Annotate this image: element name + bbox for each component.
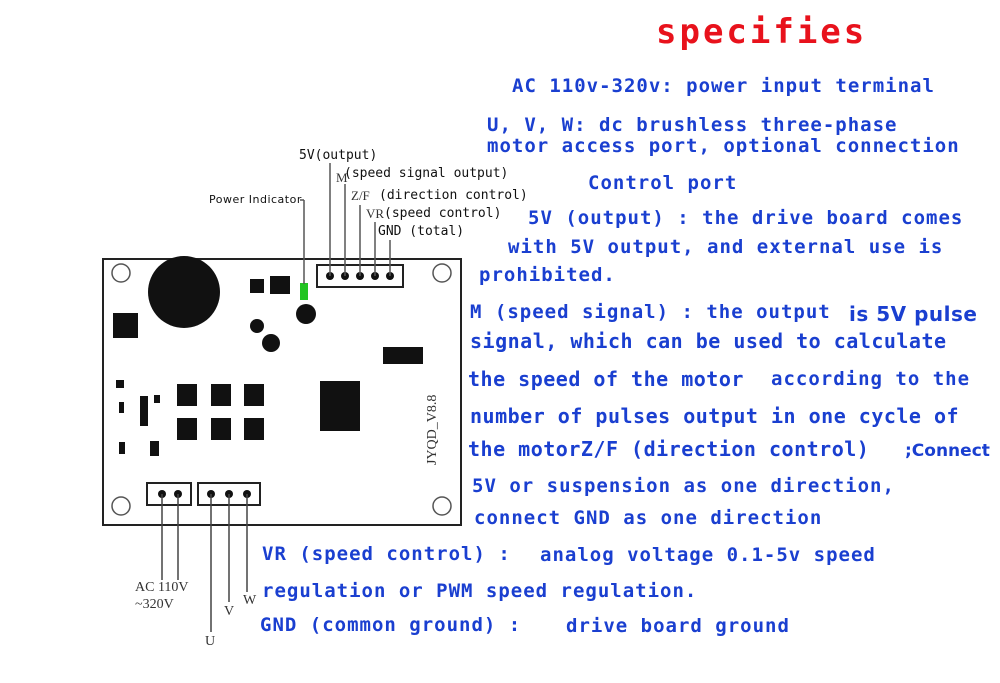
vr-description-line1a: VR (speed control) : <box>262 543 511 565</box>
m-description-line3a: the speed of the motor <box>468 367 744 391</box>
uvw-description-line2: motor access port, optional connection <box>487 135 960 157</box>
v5-description-line1: 5V (output) : the drive board comes <box>528 207 964 229</box>
mosfet-1 <box>177 384 197 406</box>
control-port-heading: Control port <box>588 172 738 194</box>
component-round-1 <box>296 304 316 324</box>
board-model-label: JYQD_V8.8 <box>425 394 440 465</box>
m-description-line1a: M (speed signal) : the output <box>470 301 831 323</box>
zf-description-line2: connect GND as one direction <box>474 507 823 529</box>
ac-connector <box>146 482 192 506</box>
chip-4 <box>383 347 423 364</box>
label-ac-110v: AC 110V <box>135 580 189 595</box>
m-description-line1b: is 5V pulse <box>849 302 978 326</box>
m-description-line5b: ;Connect <box>905 441 990 461</box>
mount-hole-bl <box>111 496 131 516</box>
chip-1 <box>250 279 264 293</box>
label-power-indicator: Power Indicator <box>209 193 302 206</box>
power-indicator-led <box>300 283 308 300</box>
mount-hole-br <box>432 496 452 516</box>
component-round-2 <box>250 319 264 333</box>
label-vr: VR <box>366 206 385 221</box>
label-5v-output: 5V(output) <box>299 148 378 163</box>
mount-hole-tr <box>432 263 452 283</box>
label-v: V <box>224 604 235 619</box>
uvw-description-line1: U, V, W: dc brushless three-phase <box>487 114 898 136</box>
m-description-line4: number of pulses output in one cycle of <box>470 404 960 428</box>
label-gnd-total: GND (total) <box>378 224 465 239</box>
mosfet-6 <box>244 418 264 440</box>
v5-description-line3: prohibited. <box>479 264 616 286</box>
m-description-line5a: the motorZ/F (direction control) <box>468 437 870 461</box>
zf-description-line1: 5V or suspension as one direction, <box>472 475 895 497</box>
mount-hole-tl <box>111 263 131 283</box>
chip-2 <box>270 276 290 294</box>
smd-4 <box>154 395 160 403</box>
smd-5 <box>119 442 125 454</box>
smd-1 <box>116 380 124 388</box>
v5-description-line2: with 5V output, and external use is <box>508 236 944 258</box>
label-speed-control: (speed control) <box>384 206 502 221</box>
component-round-3 <box>262 334 280 352</box>
mosfet-5 <box>211 418 231 440</box>
chip-3 <box>113 313 138 338</box>
label-ac-320v: ~320V <box>135 597 174 612</box>
capacitor <box>148 256 220 328</box>
label-direction-control: (direction control) <box>379 188 528 203</box>
label-w: W <box>243 593 257 608</box>
mosfet-2 <box>211 384 231 406</box>
smd-2 <box>119 402 124 413</box>
m-description-line3b: according to the <box>771 368 971 390</box>
smd-6 <box>150 441 159 456</box>
page-title: specifies <box>656 12 868 52</box>
m-description-line2: signal, which can be used to calculate <box>470 329 947 353</box>
mosfet-3 <box>244 384 264 406</box>
smd-3 <box>140 396 148 426</box>
label-speed-signal: (speed signal output) <box>344 166 509 181</box>
vr-description-line2: regulation or PWM speed regulation. <box>262 580 698 602</box>
gnd-description-a: GND (common ground) : <box>260 614 522 636</box>
chip-5 <box>320 381 360 431</box>
label-u: U <box>205 634 216 649</box>
vr-description-line1b: analog voltage 0.1-5v speed <box>540 544 876 566</box>
ac-description: AC 110v-320v: power input terminal <box>512 75 935 97</box>
label-m: M <box>336 170 348 185</box>
label-zf: Z/F <box>351 188 370 203</box>
mosfet-4 <box>177 418 197 440</box>
gnd-description-b: drive board ground <box>566 615 790 637</box>
